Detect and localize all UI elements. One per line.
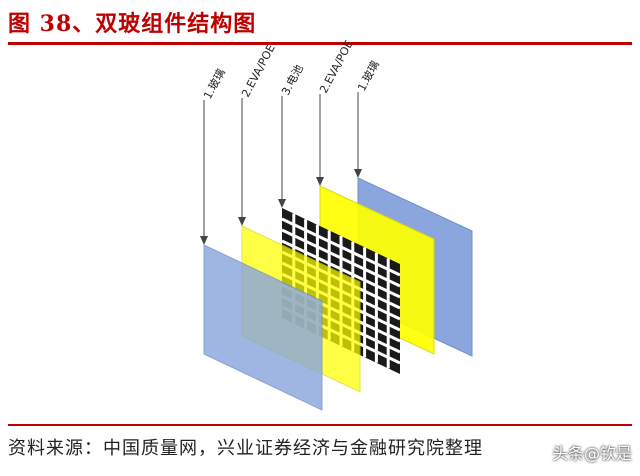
layer-label-back-eva: 2.EVA/POE [317,38,356,95]
cell-gap-line [281,217,401,277]
footer-rule [8,424,632,426]
layer-label-back-glass: 1.玻璃 [354,58,382,93]
arrow-icon [354,169,362,178]
title-rule [8,42,632,45]
source-note: 资料来源：中国质量网，兴业证券经济与金融研究院整理 [8,438,483,459]
layer-label-front-glass: 1.玻璃 [200,66,228,101]
figure-title: 图 38、双玻组件结构图 [8,11,257,37]
front-glass-layer [203,244,323,411]
arrow-icon [316,177,324,186]
arrow-icon [238,217,246,226]
arrow-icon [278,199,286,208]
layer-label-cell: 3.电池 [279,63,306,98]
layer-label-front-eva: 2.EVA/POE [239,42,278,99]
watermark: 头条@钦是 [551,444,632,463]
cell-gap-line [281,228,401,288]
cell-gap-line [281,239,401,299]
arrow-icon [200,236,208,245]
